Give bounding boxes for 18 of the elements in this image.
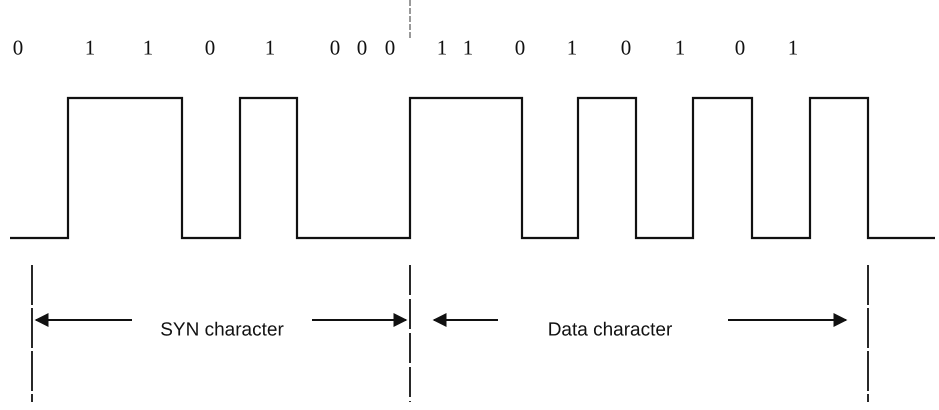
- span-label: SYN character: [160, 320, 284, 340]
- bit-label: 0: [620, 38, 632, 58]
- bit-label: 0: [204, 38, 216, 58]
- bit-label: 0: [12, 38, 24, 58]
- bit-label: 1: [436, 38, 448, 58]
- bit-label: 1: [462, 38, 474, 58]
- bit-label: 1: [84, 38, 96, 58]
- bit-label: 1: [142, 38, 154, 58]
- bit-label: 0: [356, 38, 368, 58]
- bit-label: 0: [384, 38, 396, 58]
- bit-label: 0: [734, 38, 746, 58]
- bit-label: 1: [788, 38, 798, 58]
- bit-label: 0: [514, 38, 526, 58]
- bit-label: 1: [264, 38, 276, 58]
- bit-label: 1: [566, 38, 578, 58]
- bit-label: 0: [330, 38, 340, 58]
- bit-label: 1: [674, 38, 686, 58]
- span-label: Data character: [548, 320, 672, 340]
